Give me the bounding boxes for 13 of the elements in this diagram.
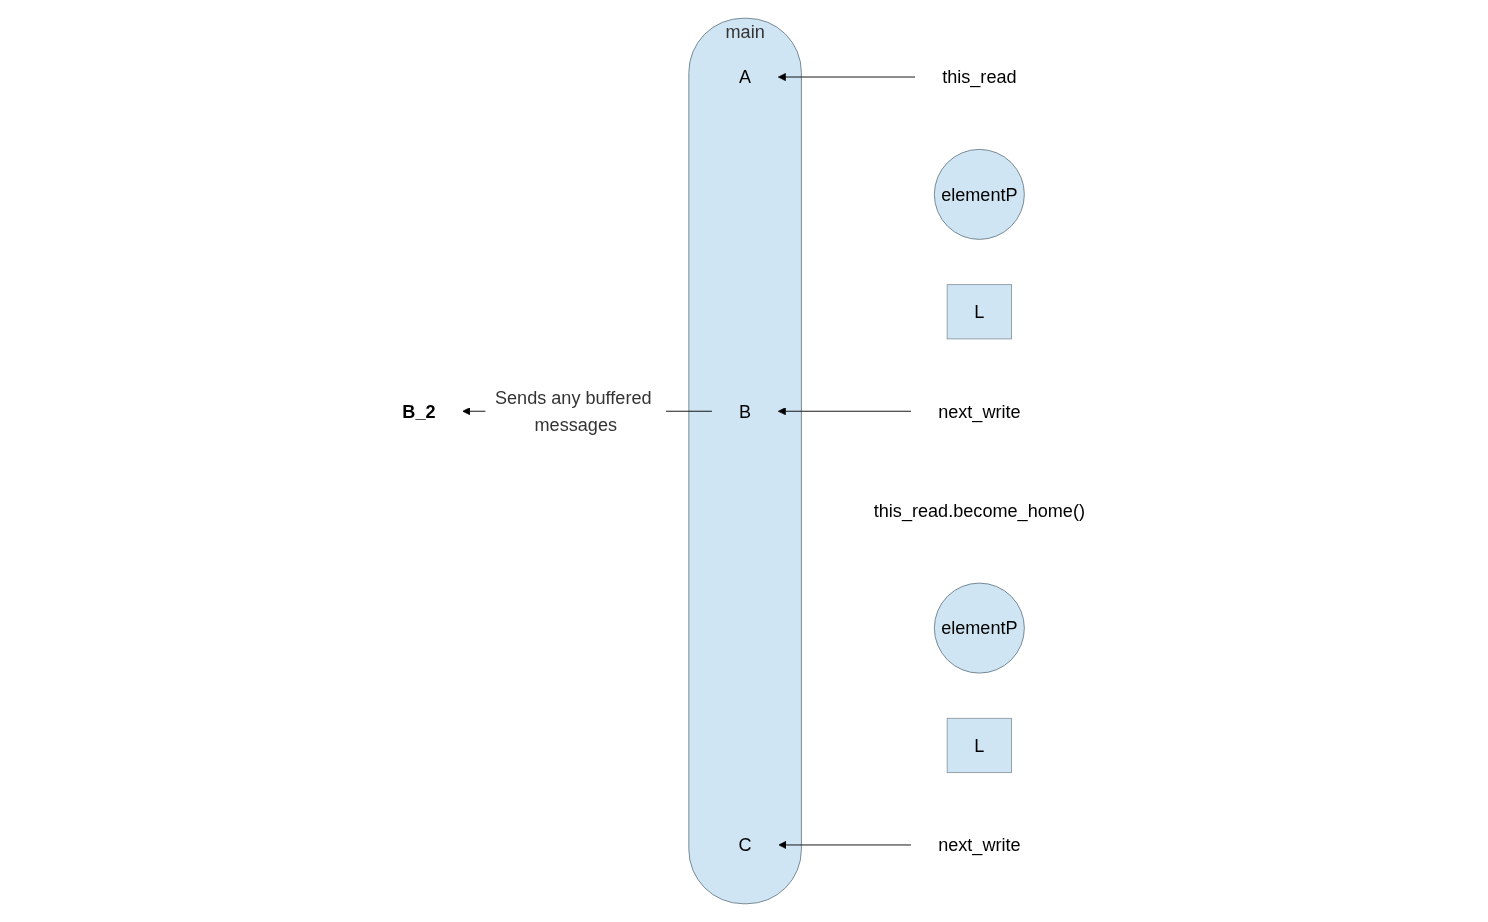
node-text: next_write	[938, 401, 1021, 422]
node-text: this_read	[942, 67, 1017, 87]
node-text: A	[739, 67, 752, 87]
node-text: B	[739, 401, 752, 422]
node-text: B_2	[402, 401, 436, 422]
node-text: this_read.become_home()	[874, 500, 1086, 521]
node-box: L	[947, 284, 1013, 340]
node-circle: elementP	[934, 148, 1026, 240]
node-text: C	[738, 835, 752, 855]
node-text: next_write	[938, 835, 1021, 855]
node-box: L	[947, 717, 1013, 774]
node-circle: elementP	[934, 582, 1026, 674]
edge-label: Sends any buffered messages	[495, 387, 652, 435]
